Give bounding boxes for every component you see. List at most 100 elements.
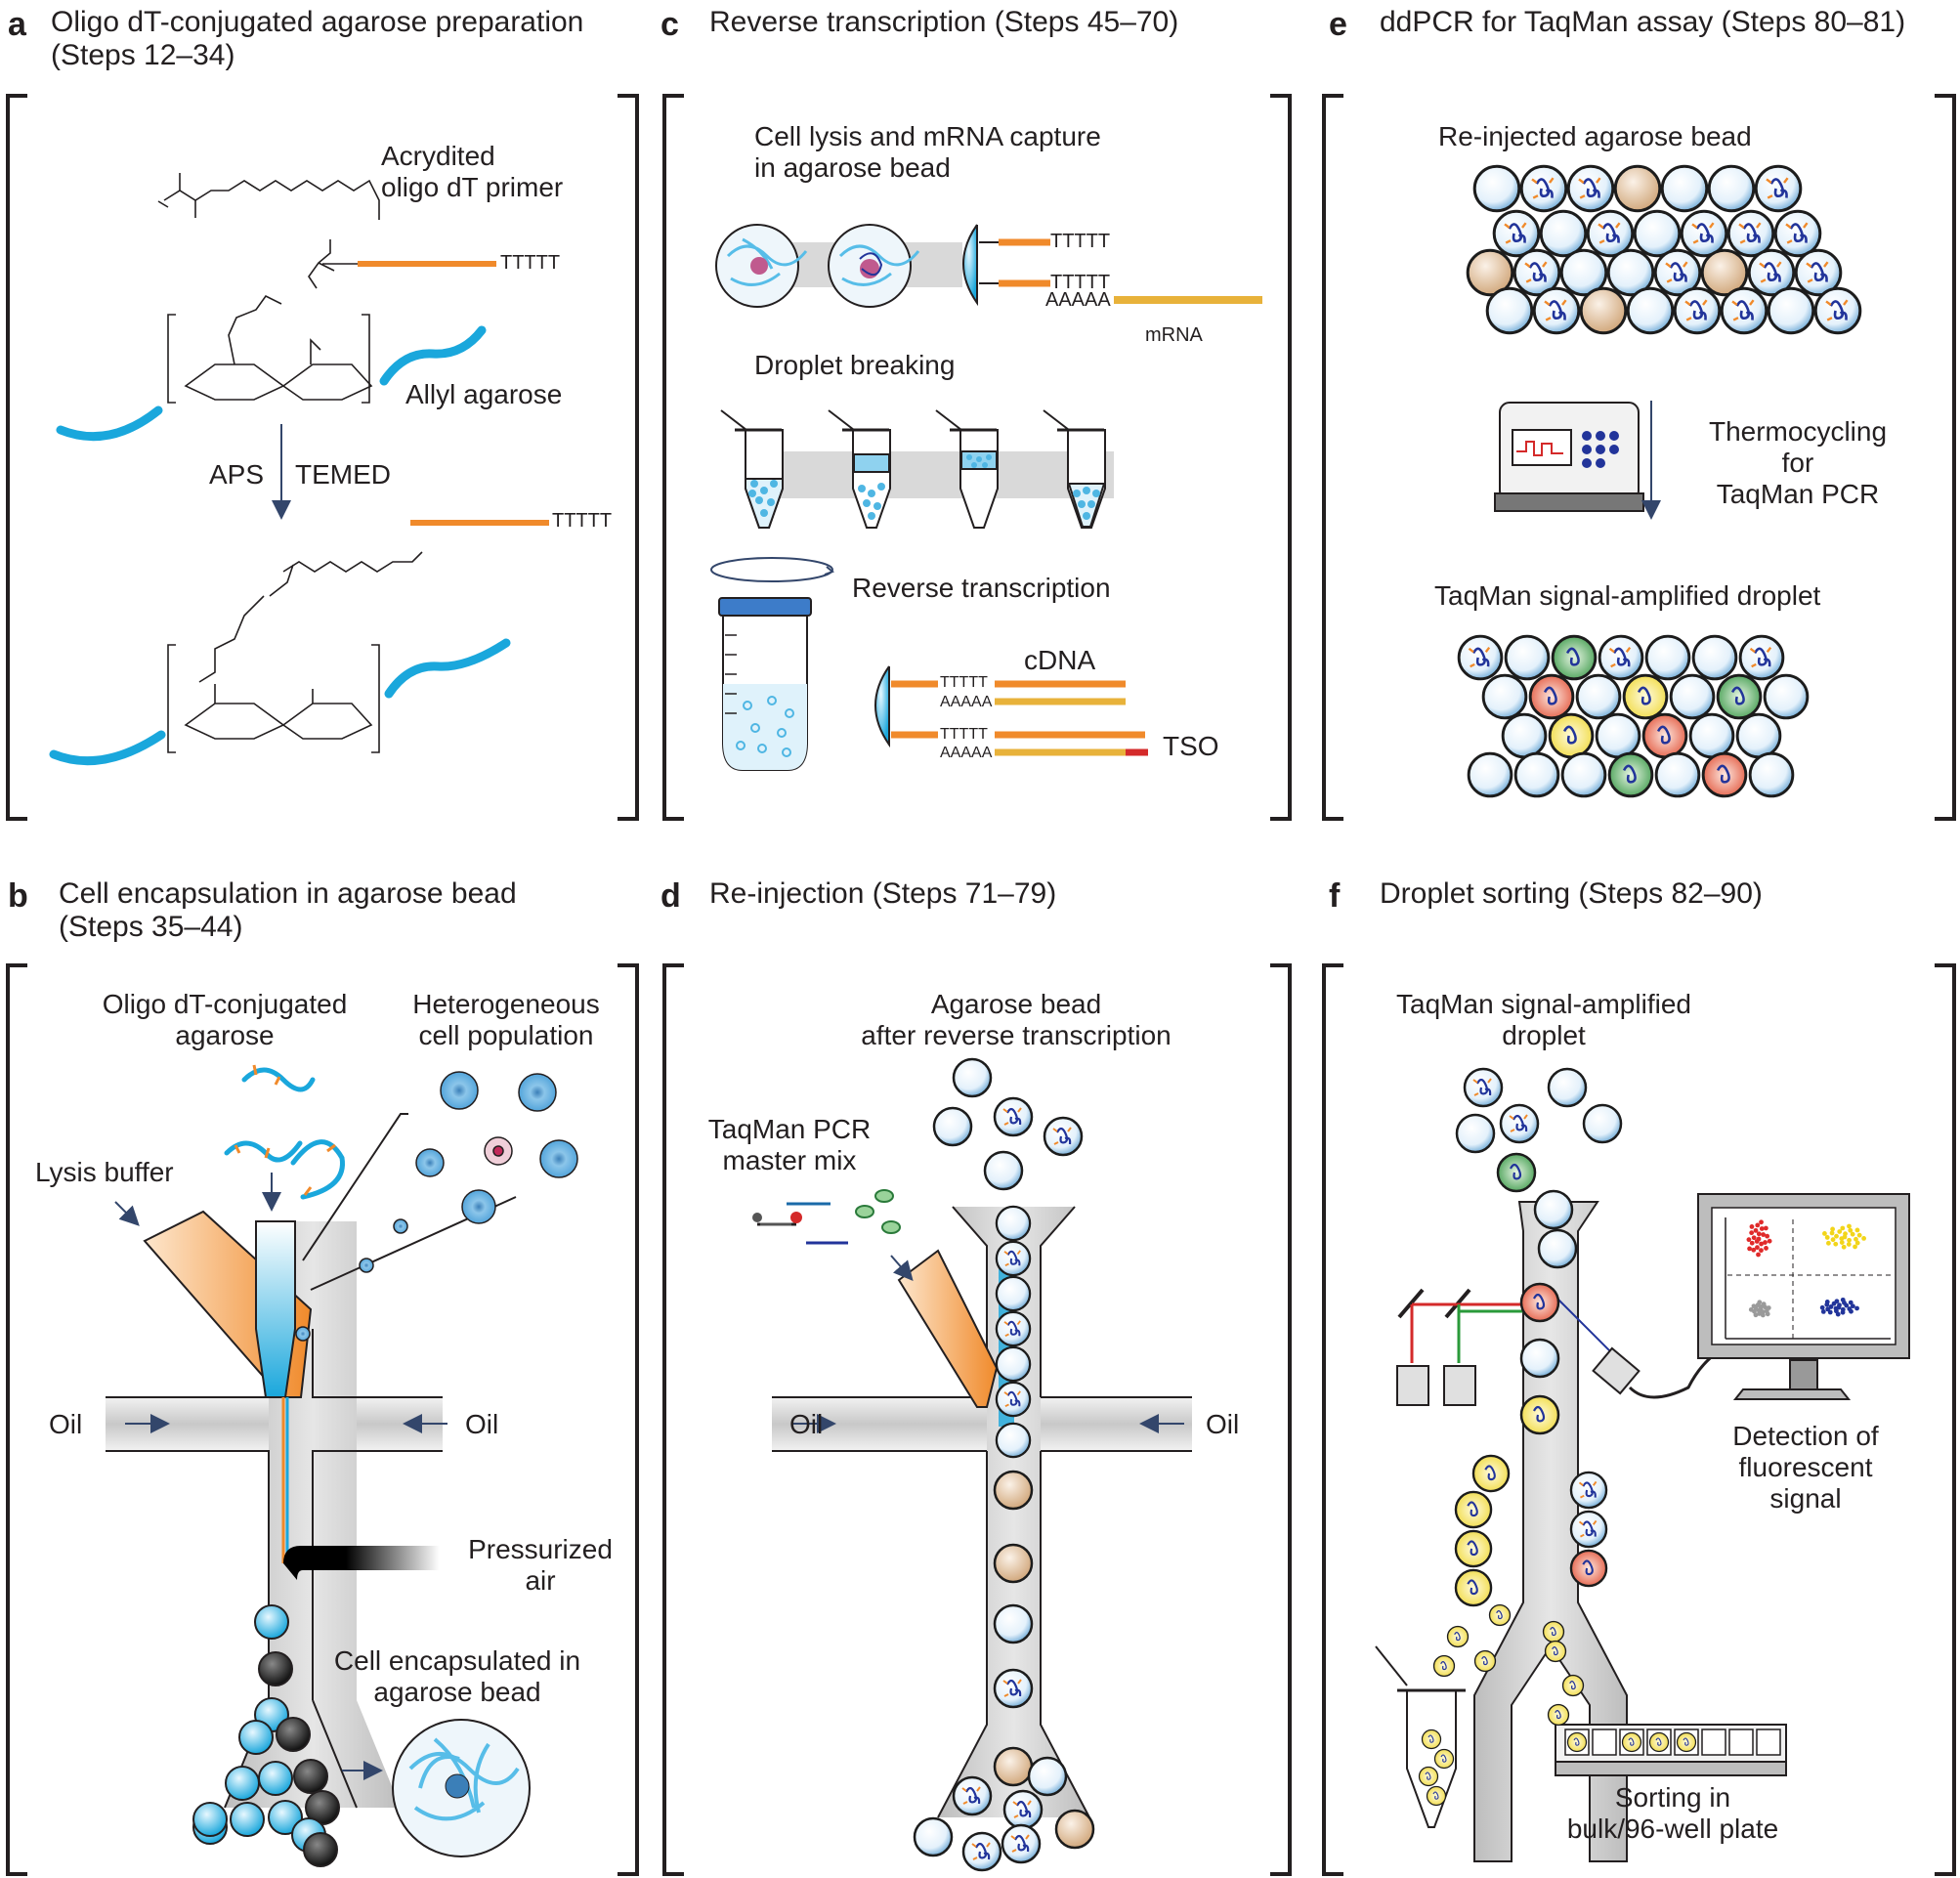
droplet: [1472, 164, 1521, 213]
droplet: [1613, 164, 1662, 213]
droplet: [1528, 673, 1575, 720]
droplet: [1547, 1703, 1570, 1727]
droplet: [1454, 1529, 1493, 1568]
scatter-dot: [1759, 1226, 1765, 1231]
scatter-dot: [1751, 1303, 1757, 1309]
thermocycler: [1494, 402, 1644, 512]
scatter-dot: [1854, 1305, 1859, 1311]
panel-c-graphics: [710, 224, 1262, 771]
scatter-dot: [1856, 1232, 1862, 1238]
droplet: [1569, 1471, 1608, 1510]
d-oil-left: Oil: [789, 1409, 824, 1439]
droplet: [1622, 673, 1669, 720]
scatter-dot: [1753, 1312, 1759, 1318]
droplet: [1542, 1620, 1565, 1643]
mrna-label: mRNA: [1145, 324, 1203, 346]
scatter-dot: [1764, 1246, 1768, 1251]
droplet: [1607, 751, 1654, 798]
droplet: [1433, 1748, 1455, 1770]
panel-b-title: Cell encapsulation in agarose bead (Step…: [59, 877, 517, 943]
scatter-dot: [1837, 1229, 1843, 1234]
oligo-agarose-label: Oligo dT-conjugated agarose: [102, 989, 348, 1050]
droplet: [961, 1831, 1002, 1872]
droplet: [1471, 1454, 1511, 1493]
droplet: [995, 1310, 1032, 1347]
droplet: [1002, 1789, 1044, 1830]
droplet: [1598, 634, 1644, 681]
scatter-dot: [1747, 1246, 1752, 1252]
droplet: [1569, 1510, 1608, 1549]
droplet: [1654, 751, 1701, 798]
panel-f-title: Droplet sorting (Steps 82–90): [1380, 877, 1763, 910]
droplet: [1586, 209, 1635, 258]
encapsulated-label: Cell encapsulated in agarose bead: [333, 1645, 581, 1707]
droplet: [1513, 751, 1560, 798]
scatter-dot: [1854, 1240, 1860, 1246]
panel-a-title: Oligo dT-conjugated agarose preparation …: [51, 6, 584, 71]
scatter-dot: [1830, 1237, 1836, 1243]
e-amplified-label: TaqMan signal-amplified droplet: [1434, 580, 1821, 611]
droplet: [1539, 209, 1588, 258]
droplet: [995, 1240, 1032, 1277]
droplet: [1566, 164, 1615, 213]
panel-a-graphics: [49, 173, 549, 766]
droplet: [1519, 1394, 1560, 1435]
scatter-dot: [1765, 1233, 1770, 1239]
c-rt-poly-t-1: TTTTT: [940, 674, 988, 691]
c-rt-poly-a-1: AAAAA: [940, 694, 993, 710]
droplet: [1454, 1490, 1493, 1529]
droplet: [1569, 1549, 1608, 1588]
scatter-dot: [1843, 1231, 1848, 1237]
droplet: [1633, 209, 1682, 258]
droplet: [1688, 712, 1735, 759]
scatter-dot: [1763, 1240, 1768, 1245]
scatter-dot: [1763, 1225, 1768, 1231]
droplet: [1551, 634, 1598, 681]
aps-label: APS: [209, 459, 265, 490]
scatter-dot: [1755, 1222, 1761, 1228]
bead-after-rt-label: Agarose bead after reverse transcription: [861, 989, 1172, 1050]
scatter-dot: [1761, 1232, 1767, 1237]
panel-e-title: ddPCR for TaqMan assay (Steps 80–81): [1380, 6, 1906, 38]
scatter-dot: [1834, 1233, 1839, 1239]
scatter-dot: [1767, 1238, 1772, 1244]
allyl-agarose-label: Allyl agarose: [405, 379, 563, 409]
droplet: [1532, 286, 1581, 335]
scatter-dot: [1824, 1235, 1830, 1240]
panel-e-letter: e: [1329, 6, 1347, 43]
droplet: [1626, 286, 1675, 335]
scatter-dot: [1819, 1304, 1825, 1310]
droplet: [1418, 1766, 1439, 1787]
droplet: [1726, 209, 1775, 258]
droplet: [1499, 1103, 1540, 1144]
scatter-dot: [1751, 1247, 1757, 1253]
scatter-dot: [1829, 1230, 1835, 1236]
droplet: [1457, 634, 1504, 681]
droplet: [1773, 209, 1822, 258]
droplet: [1547, 1067, 1588, 1108]
scatter-dot: [1841, 1244, 1847, 1250]
droplet: [993, 1543, 1034, 1584]
c-poly-a: AAAAA: [1045, 289, 1111, 311]
hetero-population-label: Heterogeneous cell population: [412, 989, 600, 1050]
droplet: [1548, 712, 1595, 759]
scatter-dot: [1850, 1231, 1855, 1237]
droplet: [1644, 634, 1691, 681]
scatter-dot: [1840, 1309, 1846, 1315]
scatter-dot: [1759, 1241, 1764, 1247]
lysis-buffer-label: Lysis buffer: [35, 1157, 174, 1187]
scatter-dot: [1761, 1302, 1767, 1306]
tso-label: TSO: [1163, 731, 1219, 761]
a-poly-t-top: TTTTT: [500, 252, 561, 274]
droplet: [1519, 1282, 1560, 1323]
droplet: [995, 1205, 1032, 1242]
scatter-dot: [1753, 1227, 1759, 1233]
scatter-dot: [1826, 1240, 1831, 1246]
droplet: [1501, 712, 1548, 759]
droplet: [1648, 1731, 1670, 1753]
droplet: [1544, 1640, 1567, 1663]
droplet-breaking-label: Droplet breaking: [754, 350, 956, 380]
scatter-dot: [1822, 1231, 1827, 1236]
droplet: [1691, 634, 1738, 681]
droplet: [995, 1381, 1032, 1418]
